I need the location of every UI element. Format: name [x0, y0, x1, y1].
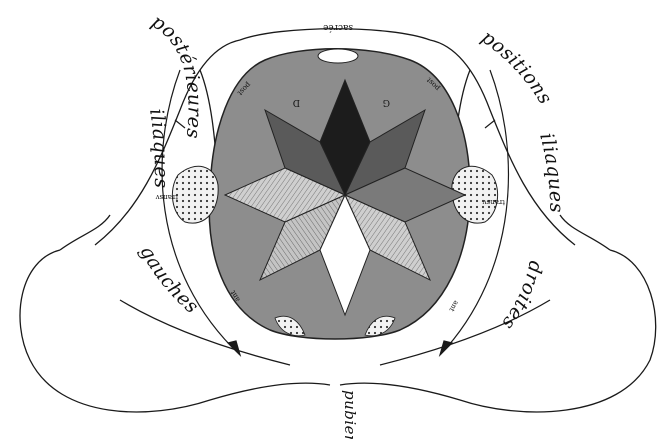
label-right-middle: iliaques — [535, 131, 567, 213]
label-pubienne: pubienne — [341, 390, 359, 439]
label-right-lower: droites — [497, 259, 547, 334]
right-lower-contour — [560, 215, 610, 250]
label-transv-left: transv — [156, 193, 178, 201]
sacral-promontory — [318, 49, 358, 63]
right-upper-tick — [485, 120, 495, 128]
label-ant-right: ant — [447, 299, 460, 313]
label-transv-right: transv — [483, 198, 505, 206]
marker-left: D — [293, 97, 300, 107]
label-left-lower: gauches — [135, 242, 202, 318]
marker-right: G — [383, 97, 390, 107]
right-arrow-head — [440, 341, 452, 355]
label-left-middle: iliaques — [145, 107, 172, 188]
label-sacree: sacrée — [323, 22, 353, 33]
left-lower-contour — [60, 215, 110, 250]
label-right-upper: positions — [477, 26, 556, 108]
